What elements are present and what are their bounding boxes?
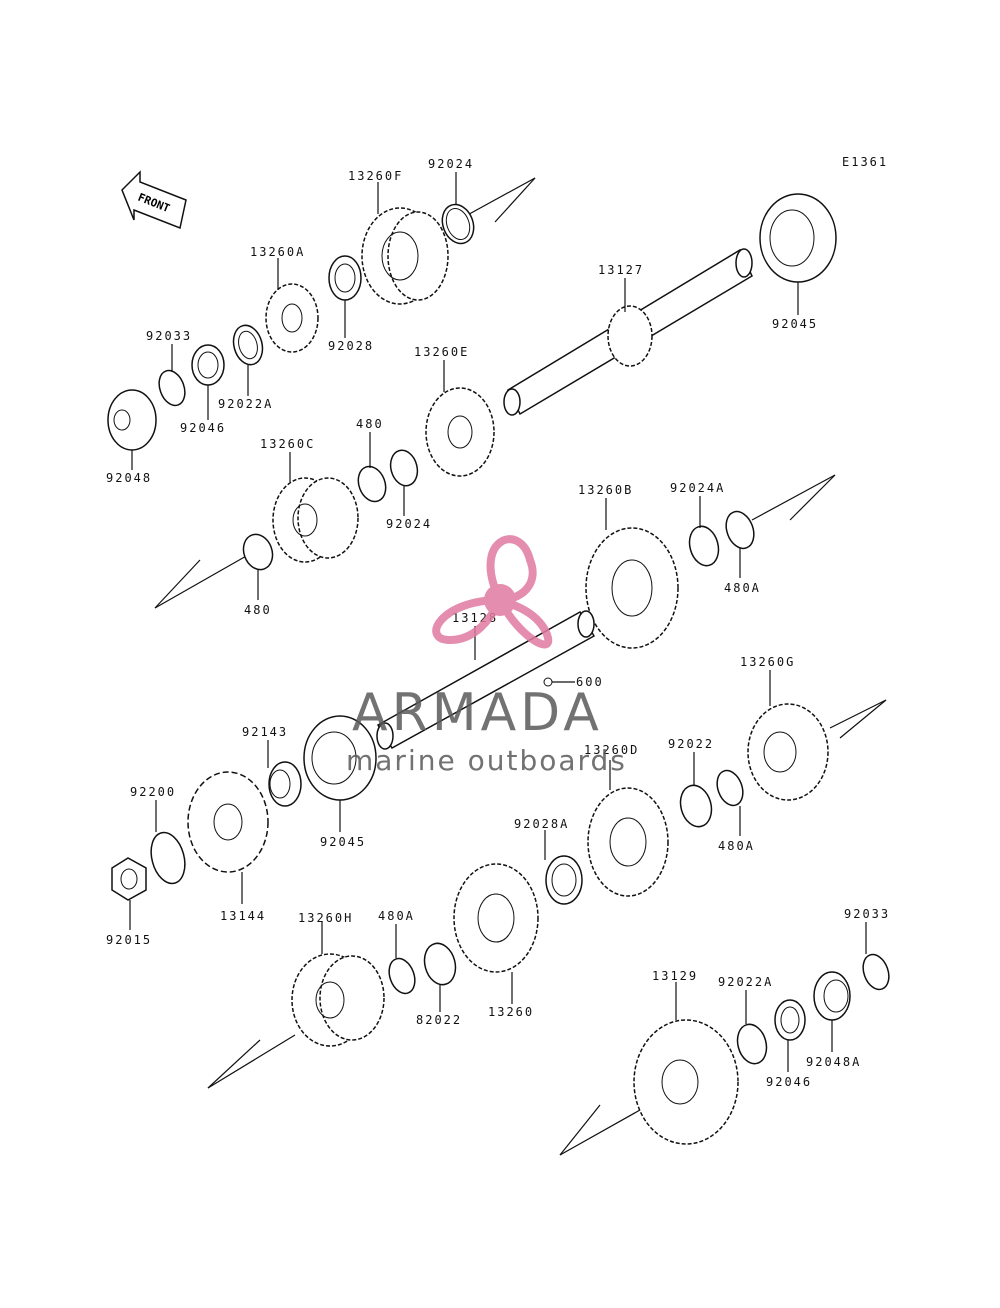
label-82022: 82022	[416, 1013, 462, 1027]
label-92046-top: 92046	[180, 421, 226, 435]
part-13260A-gear[interactable]	[265, 283, 319, 353]
part-13260B-gear[interactable]	[585, 527, 679, 649]
label-13260G: 13260G	[740, 655, 795, 669]
label-13129: 13129	[652, 969, 698, 983]
label-92015: 92015	[106, 933, 152, 947]
label-92024-top: 92024	[428, 157, 474, 171]
label-480A-mid: 480A	[718, 839, 755, 853]
part-92015-nut[interactable]	[111, 857, 147, 901]
part-480A-circlip-bot[interactable]	[385, 955, 420, 997]
part-480-circlip-left[interactable]	[239, 530, 278, 573]
label-600: 600	[576, 675, 604, 689]
part-600-marker	[543, 677, 575, 687]
part-13260H-gear[interactable]	[291, 953, 385, 1047]
label-13260C: 13260C	[260, 437, 315, 451]
label-13260H: 13260H	[298, 911, 353, 925]
part-82022-washer[interactable]	[420, 940, 460, 988]
part-480A-circlip-top[interactable]	[721, 508, 758, 553]
label-13260F: 13260F	[348, 169, 403, 183]
watermark: ARMADA marine outboards	[346, 535, 627, 777]
label-92028A: 92028A	[514, 817, 569, 831]
part-13260C-gear[interactable]	[272, 477, 359, 563]
part-13260-gear[interactable]	[453, 863, 539, 973]
part-92022A-washer[interactable]	[229, 322, 266, 368]
label-480-top: 480	[356, 417, 384, 431]
part-92048-collar[interactable]	[107, 389, 157, 451]
part-13260D-gear[interactable]	[587, 787, 669, 897]
label-13127: 13127	[598, 263, 644, 277]
part-92024-washer-mid[interactable]	[387, 447, 421, 489]
label-92028: 92028	[328, 339, 374, 353]
part-13260F-gear[interactable]	[361, 207, 449, 305]
part-92022-washer[interactable]	[676, 782, 716, 830]
part-480A-circlip-mid[interactable]	[713, 767, 748, 809]
label-92024A: 92024A	[670, 481, 725, 495]
part-92024A-washer[interactable]	[685, 523, 722, 569]
part-13127-shaft[interactable]	[503, 248, 753, 416]
front-arrow-icon: FRONT	[121, 170, 187, 230]
part-13260G-gear[interactable]	[747, 703, 829, 801]
label-13260: 13260	[488, 1005, 534, 1019]
label-13260E: 13260E	[414, 345, 469, 359]
part-92024-snap-ring[interactable]	[437, 200, 479, 248]
label-92048A: 92048A	[806, 1055, 861, 1069]
label-92200: 92200	[130, 785, 176, 799]
part-13129-gear[interactable]	[633, 1019, 739, 1145]
part-92200-lock-washer[interactable]	[146, 829, 190, 888]
label-92033-bot: 92033	[844, 907, 890, 921]
part-92028-bushing[interactable]	[328, 255, 362, 301]
label-480A-bot: 480A	[378, 909, 415, 923]
part-92028A-bushing[interactable]	[545, 855, 583, 905]
part-92033-circlip[interactable]	[155, 367, 190, 409]
part-92033-circlip-bot[interactable]	[859, 951, 894, 993]
part-92022A-washer-bot[interactable]	[733, 1021, 770, 1067]
label-13144: 13144	[220, 909, 266, 923]
label-92024-mid: 92024	[386, 517, 432, 531]
label-480A-top: 480A	[724, 581, 761, 595]
label-92048: 92048	[106, 471, 152, 485]
label-13260B: 13260B	[578, 483, 633, 497]
label-13260A: 13260A	[250, 245, 305, 259]
label-92022A-bot: 92022A	[718, 975, 773, 989]
part-92143-collar[interactable]	[268, 761, 302, 807]
part-480-circlip[interactable]	[354, 463, 391, 506]
part-92045-ball-bearing[interactable]	[759, 193, 837, 283]
diagram-code: E1361	[842, 155, 888, 169]
leader-lines	[129, 172, 867, 1072]
part-92046-needle-bearing[interactable]	[191, 344, 225, 386]
label-92045-mid: 92045	[320, 835, 366, 849]
part-13144-sprocket[interactable]	[187, 771, 269, 873]
label-480-left: 480	[244, 603, 272, 617]
part-13260E-gear[interactable]	[425, 387, 495, 477]
label-92022A-top: 92022A	[218, 397, 273, 411]
watermark-brand: ARMADA	[352, 683, 603, 743]
part-92048A-collar[interactable]	[813, 971, 851, 1021]
label-92046-bot: 92046	[766, 1075, 812, 1089]
label-13260D: 13260D	[584, 743, 639, 757]
label-92143: 92143	[242, 725, 288, 739]
part-92046-needle-bearing-bot[interactable]	[774, 999, 806, 1041]
watermark-tagline: marine outboards	[346, 744, 627, 777]
label-92022-mid: 92022	[668, 737, 714, 751]
propeller-logo-icon	[432, 535, 553, 649]
label-92045-top: 92045	[772, 317, 818, 331]
label-92033-top: 92033	[146, 329, 192, 343]
